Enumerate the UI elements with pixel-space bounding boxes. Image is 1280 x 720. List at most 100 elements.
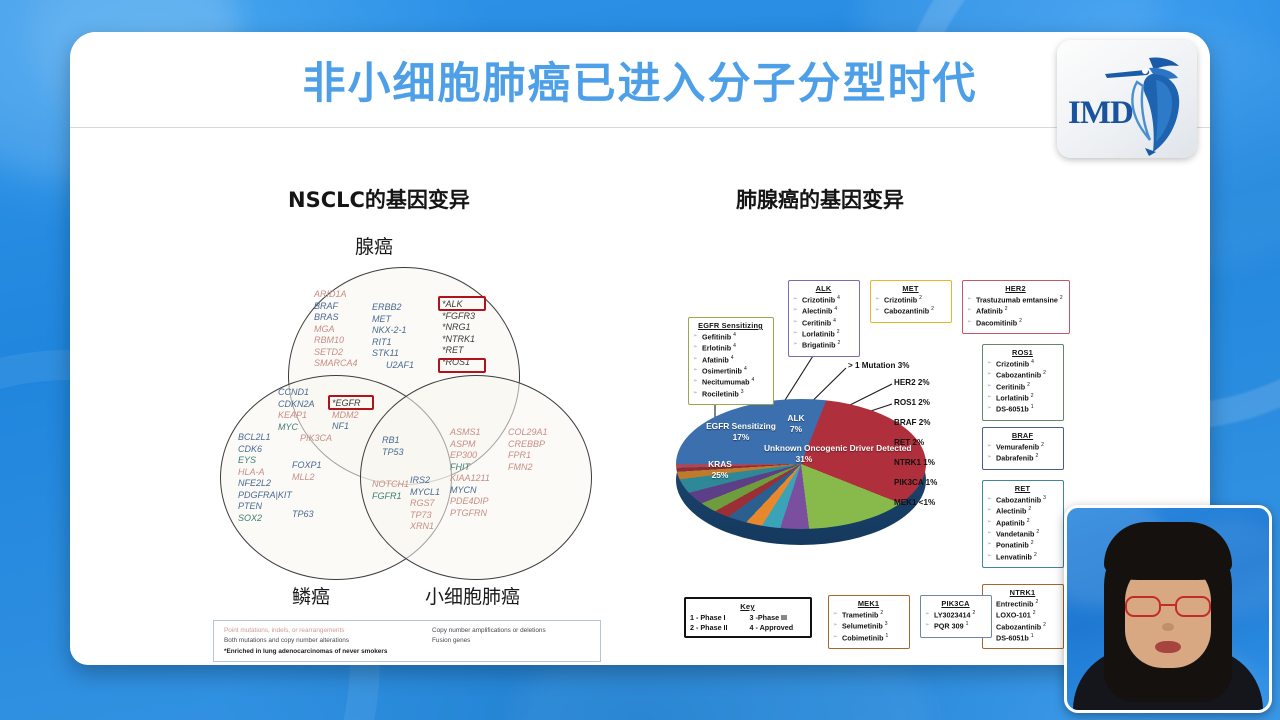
eyeglasses-bridge (1161, 604, 1175, 607)
pie-leader-label-braf: BRAF 2% (894, 418, 931, 427)
gene-list-adeno-col3: *ALK *FGFR3 *NRG1 *NTRK1 *RET *ROS1 (442, 299, 476, 367)
drug-list: Cabozantinib 3 Alectinib 2 Apatinib 2 Va… (987, 495, 1058, 563)
drug-item: LOXO-101 2 (987, 610, 1058, 621)
drug-item: Afatinib 4 (693, 355, 768, 366)
venn-diagram: 腺癌 鳞癌 小细胞肺癌 ARID1A BRAF BRAS MGA RBM10 S… (210, 227, 610, 617)
right-panel-heading: 肺腺癌的基因变异 (736, 188, 904, 212)
pie-leader-label-ntrk1: NTRK1 1% (894, 458, 935, 467)
presenter-mouth (1155, 641, 1181, 653)
drug-item: Crizotinib 4 (793, 295, 854, 306)
highlight-box-ros1 (438, 358, 486, 373)
venn-legend-left: Point mutations, indels, or rearrangemen… (224, 627, 388, 655)
eyeglasses-right-lens (1175, 596, 1211, 617)
pie-leader-label-more-than-1-mutation: > 1 Mutation 3% (848, 361, 910, 370)
slide-card: 非小细胞肺癌已进入分子分型时代 IMD NSCLC的基因变异 腺癌 鳞癌 小细胞… (70, 32, 1210, 665)
drug-box-ntrk1[interactable]: NTRK1 Entrectinib 2 LOXO-101 2 Cabozanti… (982, 584, 1064, 650)
drug-box-title: EGFR Sensitizing (698, 321, 763, 330)
pie-leader-label-ros1: ROS1 2% (894, 398, 930, 407)
gene-list-squamous-col2: FOXP1 MLL2 TP63 (292, 460, 322, 520)
drug-list: Entrectinib 2 LOXO-101 2 Cabozantinib 2 … (987, 599, 1058, 644)
presenter-video[interactable] (1064, 505, 1272, 713)
gene-list-squamous-col1: BCL2L1 CDK6 EYS HLA-A NFE2L2 PDGFRA|KIT … (238, 432, 292, 523)
drug-item: Gefitinib 4 (693, 332, 768, 343)
drug-item: Ponatinib 2 (987, 540, 1058, 551)
drug-item: Crizotinib 2 (875, 295, 946, 306)
key-entries: 1 - Phase I 3 -Phase III 2 - Phase II 4 … (690, 613, 805, 632)
drug-item: Alectinib 4 (793, 306, 854, 317)
drug-box-her2[interactable]: HER2 Trastuzumab emtansine 2 Afatinib 2 … (962, 280, 1070, 334)
drug-item: Lorlatinib 2 (987, 393, 1058, 404)
drug-item: PQR 309 1 (925, 621, 986, 632)
drug-list: Trametinib 2 Selumetinib 3 Cobimetinib 1 (833, 610, 904, 644)
key-title: Key (740, 602, 755, 611)
eyeglasses-left-lens (1125, 596, 1161, 617)
drug-box-braf[interactable]: BRAF Vemurafenib 2 Dabrafenib 2 (982, 427, 1064, 470)
pie-leader-label-her2: HER2 2% (894, 378, 930, 387)
drug-list: Crizotinib 2 Cabozantinib 2 (875, 295, 946, 318)
imd-logo: IMD (1057, 40, 1197, 158)
pie-slice-label-egfr-sensitizing: EGFR Sensitizing 17% (706, 421, 776, 442)
drug-box-title: NTRK1 (1009, 588, 1036, 597)
drug-box-alk[interactable]: ALK Crizotinib 4 Alectinib 4 Ceritinib 4… (788, 280, 860, 357)
drug-box-title: BRAF (1011, 431, 1034, 440)
drug-box-met[interactable]: MET Crizotinib 2 Cabozantinib 2 (870, 280, 952, 323)
gene-list-adeno-col2: ERBB2 MET NKX-2-1 RIT1 STK11 U2AF1 (372, 302, 415, 370)
drug-item: DS-6051b 1 (987, 633, 1058, 644)
gene-list-overlap-bottom: NOTCH1 FGFR1 (372, 479, 410, 501)
venn-legend: Point mutations, indels, or rearrangemen… (213, 620, 601, 662)
drug-box-mek1[interactable]: MEK1 Trametinib 2 Selumetinib 3 Cobimeti… (828, 595, 910, 649)
drug-item: Ceritinib 2 (987, 382, 1058, 393)
drug-item: Crizotinib 4 (987, 359, 1058, 370)
adenocarcinoma-mutation-chart: Unknown Oncogenic Driver Detected 31% KR… (670, 222, 1090, 667)
drug-box-ros1[interactable]: ROS1 Crizotinib 4 Cabozantinib 2 Ceritin… (982, 344, 1064, 421)
drug-item: Cabozantinib 2 (987, 370, 1058, 381)
highlight-box-egfr (328, 395, 374, 410)
drug-box-title: HER2 (1005, 284, 1026, 293)
drug-item: Vandetanib 2 (987, 529, 1058, 540)
pie-slice-label-unknown: Unknown Oncogenic Driver Detected 31% (764, 443, 912, 464)
key-entry: 2 - Phase II (690, 623, 728, 632)
key-entry: 3 -Phase III (749, 613, 788, 622)
pie-leader-label-pik3ca: PIK3CA 1% (894, 478, 938, 487)
drug-item: Afatinib 2 (967, 306, 1064, 317)
drug-item: Trametinib 2 (833, 610, 904, 621)
drug-item: Erlotinib 4 (693, 343, 768, 354)
drug-list: Gefitinib 4 Erlotinib 4 Afatinib 4 Osime… (693, 332, 768, 400)
logo-text: IMD (1068, 95, 1134, 131)
page-title: 非小细胞肺癌已进入分子分型时代 (302, 58, 978, 109)
drug-item: LY3023414 2 (925, 610, 986, 621)
drug-box-title: RET (1014, 484, 1031, 493)
drug-item: Cobimetinib 1 (833, 633, 904, 644)
drug-item: DS-6051b 1 (987, 404, 1058, 415)
drug-item: Ceritinib 4 (793, 318, 854, 329)
drug-item: Lorlatinib 2 (793, 329, 854, 340)
drug-item: Dabrafenib 2 (987, 453, 1058, 464)
highlight-box-alk (438, 296, 486, 311)
drug-item: Cabozantinib 3 (987, 495, 1058, 506)
chart-key-legend: Key 1 - Phase I 3 -Phase III 2 - Phase I… (684, 597, 812, 638)
drug-list: Vemurafenib 2 Dabrafenib 2 (987, 442, 1058, 465)
drug-item: Cabozantinib 2 (987, 622, 1058, 633)
drug-item: Cabozantinib 2 (875, 306, 946, 317)
venn-label-squamous: 鳞癌 (292, 586, 331, 608)
gene-list-adeno-col1: ARID1A BRAF BRAS MGA RBM10 SETD2 SMARCA4 (314, 289, 358, 369)
drug-item: Dacomitinib 2 (967, 318, 1064, 329)
drug-item: Trastuzumab emtansine 2 (967, 295, 1064, 306)
drug-item: Necitumumab 4 (693, 377, 768, 388)
drug-list: Crizotinib 4 Cabozantinib 2 Ceritinib 2 … (987, 359, 1058, 416)
drug-item: Lenvatinib 2 (987, 552, 1058, 563)
drug-list: Crizotinib 4 Alectinib 4 Ceritinib 4 Lor… (793, 295, 854, 352)
venn-legend-right: Copy number amplifications or deletions … (432, 627, 546, 645)
drug-box-ret[interactable]: RET Cabozantinib 3 Alectinib 2 Apatinib … (982, 480, 1064, 568)
gene-list-overlap-rb1-tp53: RB1 TP53 (382, 435, 404, 457)
drug-list: Trastuzumab emtansine 2 Afatinib 2 Dacom… (967, 295, 1064, 329)
drug-box-egfr-sensitizing[interactable]: EGFR Sensitizing Gefitinib 4 Erlotinib 4… (688, 317, 774, 405)
drug-box-title: ROS1 (1012, 348, 1033, 357)
drug-item: Vemurafenib 2 (987, 442, 1058, 453)
key-entry: 4 - Approved (749, 623, 794, 632)
gene-list-sclc-col2: ASMS1 ASPM EP300 FHIT KIAA1211 MYCN PDE4… (450, 427, 490, 518)
venn-label-small-cell: 小细胞肺癌 (425, 586, 521, 608)
venn-circle-small-cell (360, 375, 592, 580)
drug-item: Apatinib 2 (987, 518, 1058, 529)
drug-box-pik3ca[interactable]: PIK3CA LY3023414 2 PQR 309 1 (920, 595, 992, 638)
